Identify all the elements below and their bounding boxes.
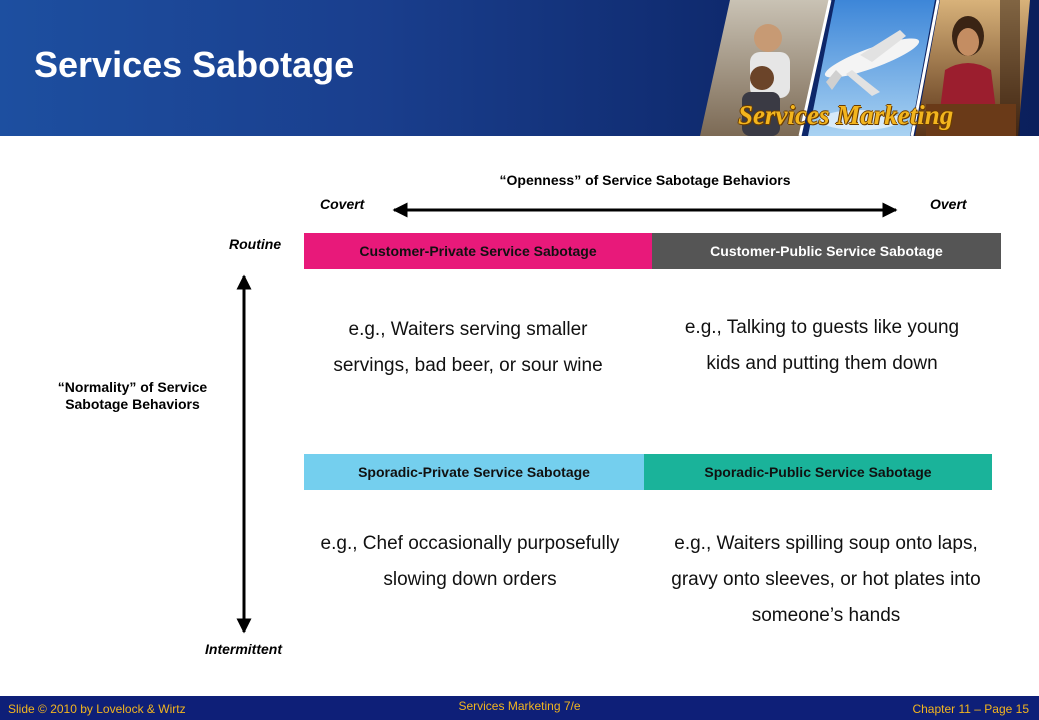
footer-book-title: Services Marketing 7/e [458,699,581,713]
slide-footer: Slide © 2010 by Lovelock & Wirtz Service… [0,696,1039,720]
covert-label: Covert [320,196,365,212]
customer-private-example: e.g., Waiters serving smaller servings, … [333,319,603,376]
intermittent-label: Intermittent [205,641,282,657]
header-photo-collage [700,0,1030,136]
slide-header: Services Sabotage [0,0,1039,136]
sporadic-private-example: e.g., Chef occasionally purposefully slo… [320,533,620,590]
normality-axis-title: “Normality” of Service Sabotage Behavior… [57,379,208,412]
overt-label: Overt [930,196,967,212]
footer-page-number: Chapter 11 – Page 15 [912,702,1029,716]
customer-public-example: e.g., Talking to guests like young kids … [684,317,960,374]
sporadic-private-sabotage-bar: Sporadic-Private Service Sabotage [304,454,644,490]
openness-axis-title: “Openness” of Service Sabotage Behaviors [499,172,791,188]
sporadic-public-sabotage-bar: Sporadic-Public Service Sabotage [644,454,992,490]
slide-title: Services Sabotage [34,44,355,85]
routine-label: Routine [229,236,282,252]
customer-private-sabotage-bar: Customer-Private Service Sabotage [304,233,652,269]
footer-copyright: Slide © 2010 by Lovelock & Wirtz [8,702,186,716]
customer-public-sabotage-bar: Customer-Public Service Sabotage [652,233,1001,269]
sporadic-public-example: e.g., Waiters spilling soup onto laps, g… [671,533,981,626]
services-marketing-logo: Services Marketing [738,100,954,130]
